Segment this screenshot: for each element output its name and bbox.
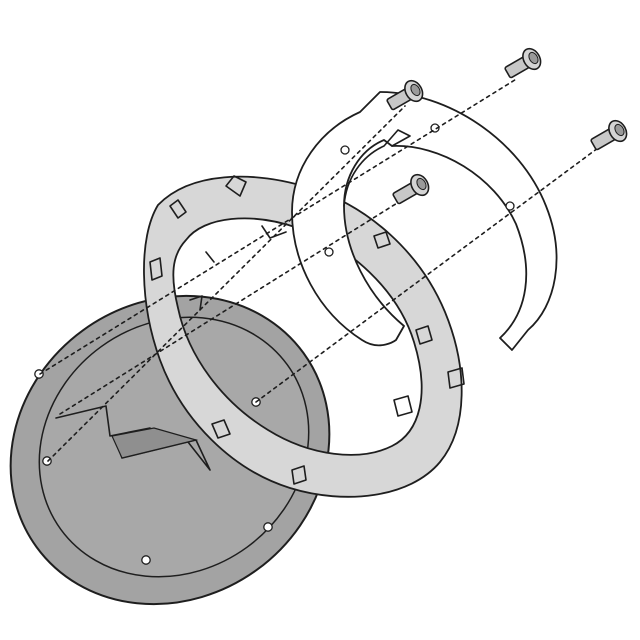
ring-tab	[225, 175, 247, 197]
bolt-socket	[614, 123, 625, 137]
bolt	[386, 79, 424, 111]
base-plate-inner-edge	[38, 316, 310, 578]
ring-tab	[291, 465, 307, 485]
ring-tab	[373, 231, 391, 249]
base-plate-hole	[141, 555, 151, 565]
ring-tab	[393, 395, 413, 417]
assembly-lines	[39, 77, 599, 462]
ring-tab	[447, 367, 465, 389]
bolt-socket	[410, 83, 421, 97]
ring-tab	[169, 199, 187, 219]
ring-tab	[211, 419, 231, 439]
adapter-plate	[291, 91, 558, 351]
assembly-line	[255, 147, 599, 403]
adapter-plate-hole	[324, 247, 334, 257]
bolt	[504, 47, 542, 79]
adapter-plate-body	[291, 91, 558, 351]
bolt	[392, 173, 430, 205]
bolt-socket	[416, 177, 427, 191]
adapter-plate-inner-cut	[343, 129, 411, 207]
bolt	[590, 119, 628, 151]
base-plate-hole	[34, 369, 44, 379]
adapter-plate-hole	[340, 145, 350, 155]
bolt-socket	[528, 51, 539, 65]
ring-inner-notch	[189, 225, 287, 311]
adapter-plate-hole	[505, 201, 515, 211]
base-plate-flap-recess	[111, 427, 199, 459]
assembly-line	[59, 199, 403, 415]
fuel-cap-base-plate	[9, 294, 331, 606]
assembly-line	[39, 77, 519, 375]
base-plate-hole	[263, 522, 273, 532]
ring-tab	[149, 257, 163, 281]
ring-tab	[415, 325, 433, 345]
assembly-line	[47, 105, 406, 462]
